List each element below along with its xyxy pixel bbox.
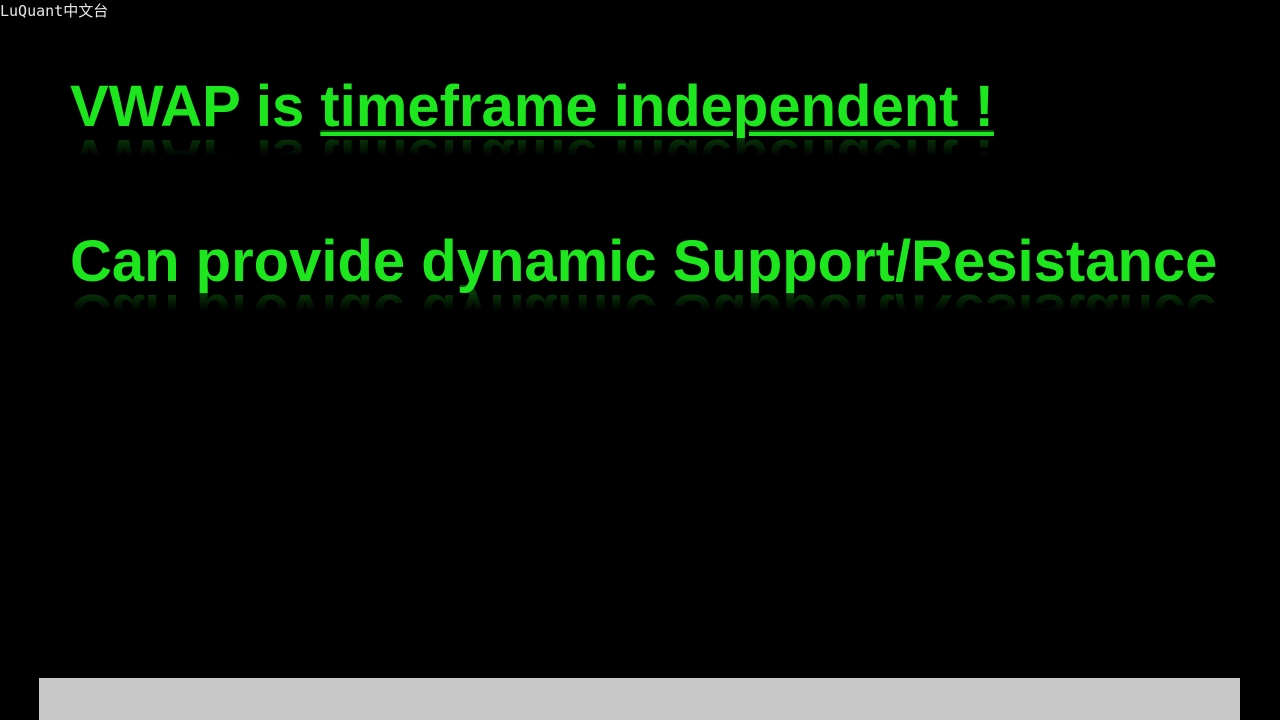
- line-1-emphasis: timeframe independent !: [320, 74, 994, 139]
- caption-bar: [39, 678, 1240, 720]
- slide-line-1: VWAP is timeframe independent !: [70, 78, 994, 136]
- line-1-prefix: VWAP is: [70, 74, 321, 139]
- channel-watermark: LuQuant中文台: [0, 2, 109, 20]
- slide-line-2: Can provide dynamic Support/Resistance: [70, 229, 1218, 294]
